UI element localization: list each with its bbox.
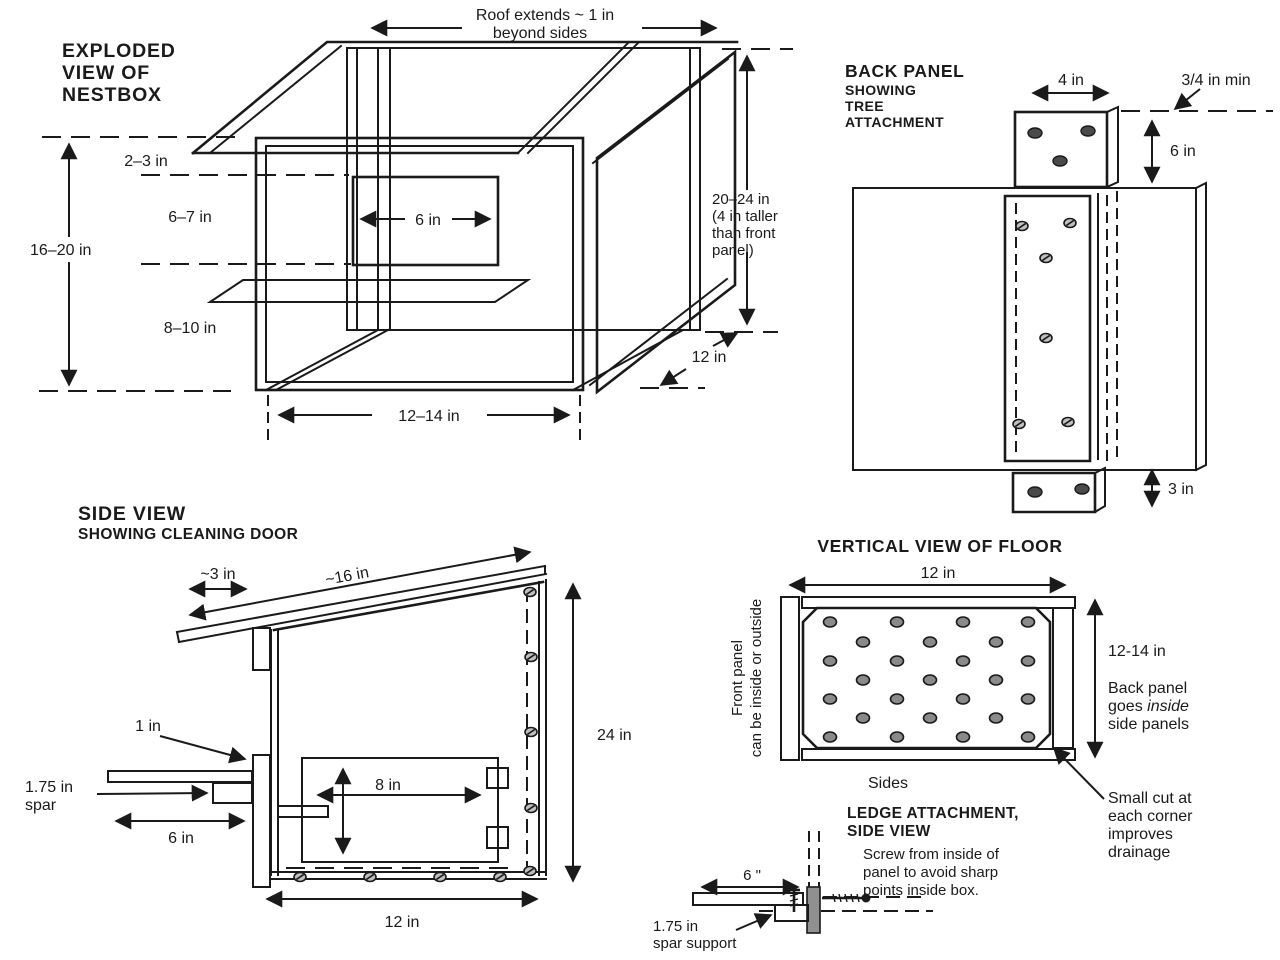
spar-label-line1: 1.75 in <box>25 779 73 796</box>
front-thickness-arrow <box>159 735 247 764</box>
back-height-line3: than front <box>712 225 776 242</box>
spar-arrow <box>96 784 209 802</box>
back-height-line1: 20–24 in <box>712 191 770 208</box>
drainage-arrow <box>1052 746 1105 800</box>
drainage-note-line4: drainage <box>1108 844 1170 861</box>
floor-width-label: 12 in <box>921 565 956 582</box>
exploded-title-line3: NESTBOX <box>62 84 162 106</box>
exploded-title-line2: VIEW OF <box>62 62 150 84</box>
door-hinge-top <box>486 767 509 789</box>
backpanel-bottom-extension <box>1011 466 1106 514</box>
sideview-floor-depth-label: 12 in <box>385 914 420 931</box>
door-latch <box>277 805 329 818</box>
floor-view-diagram: VERTICAL VIEW OF FLOOR 12 in Front panel… <box>729 536 1193 861</box>
total-height-label: 16–20 in <box>30 242 91 259</box>
back-panel-note-line2: goes inside <box>1108 698 1189 715</box>
back-panel-diagram: BACK PANEL SHOWING TREE ATTACHMENT 4 in … <box>845 61 1273 514</box>
spar-support-label-line1: 1.75 in <box>653 918 698 935</box>
box-floor-lines <box>264 328 685 392</box>
exploded-floor-piece <box>206 279 532 303</box>
backpanel-title-line4: ATTACHMENT <box>845 114 944 130</box>
roof-length-arrow <box>188 546 532 621</box>
drainage-note-line3: improves <box>1108 826 1173 843</box>
side-view-diagram: SIDE VIEW SHOWING CLEANING DOOR ~16 in ~… <box>25 503 632 931</box>
vertical-screw <box>788 888 800 912</box>
exploded-depth-dimension: 12 in <box>640 331 778 389</box>
front-thickness-label: 1 in <box>135 718 161 735</box>
ledge-view-diagram: LEDGE ATTACHMENT, SIDE VIEW Screw from i… <box>653 805 1019 952</box>
clearance-label: 3/4 in min <box>1181 72 1250 89</box>
floor-front-panel <box>780 596 800 761</box>
roof-to-hole-label: 2–3 in <box>124 153 168 170</box>
spar-support-label-line2: spar support <box>653 935 737 952</box>
clearance-arrow <box>1173 88 1201 111</box>
spar-support-arrow <box>735 913 773 931</box>
backpanel-title-line1: BACK PANEL <box>845 61 964 81</box>
attachment-strip <box>1003 191 1118 469</box>
door-size-label: 8 in <box>375 777 401 794</box>
backpanel-title-line2: SHOWING <box>845 82 916 98</box>
spar-block <box>212 782 253 804</box>
bottom-extension-label: 3 in <box>1168 481 1194 498</box>
exploded-title-line1: EXPLODED <box>62 40 176 62</box>
front-strip <box>252 754 271 888</box>
back-panel <box>346 47 701 331</box>
hole-to-floor-label: 8–10 in <box>164 320 217 337</box>
box-width-label: 12–14 in <box>398 408 459 425</box>
back-panel-note-line3: side panels <box>1108 716 1189 733</box>
sideview-subtitle: SHOWING CLEANING DOOR <box>78 526 298 543</box>
ledge-depth-label: 6 in <box>168 830 194 847</box>
roof-note-line1: Roof extends ~ 1 in <box>476 7 614 24</box>
ledge-board <box>107 770 253 783</box>
ledge-length-label: 6 " <box>743 867 761 884</box>
roof-note-line2: beyond sides <box>493 25 587 42</box>
exploded-back-height-dimension: 20–24 in (4 in taller than front panel) <box>712 48 793 326</box>
back-panel-note-line1: Back panel <box>1108 680 1187 697</box>
floor-board <box>801 606 1052 750</box>
screw-note-line3: points inside box. <box>863 882 979 899</box>
roof-overhang-label: ~3 in <box>200 566 235 583</box>
entrance-hole: 6 in <box>351 175 500 267</box>
ledge-title-line1: LEDGE ATTACHMENT, <box>847 805 1019 822</box>
top-extension-label: 6 in <box>1170 143 1196 160</box>
door-hinge-bottom <box>486 826 509 849</box>
exploded-width-dimension: 12–14 in <box>267 395 581 443</box>
ledge-attachment-drawing: 6 " <box>692 831 933 934</box>
spar-label-line2: spar <box>25 797 57 814</box>
tree-panel <box>852 181 1207 472</box>
screw-note-line2: panel to avoid sharp <box>863 864 998 881</box>
roof-cleat <box>252 627 271 671</box>
floor-title: VERTICAL VIEW OF FLOOR <box>817 536 1062 556</box>
back-height-line2: (4 in taller <box>712 208 778 225</box>
drainage-note-line1: Small cut at <box>1108 790 1192 807</box>
hole-height-label: 6–7 in <box>168 209 212 226</box>
floor-depth-label: 12-14 in <box>1108 643 1166 660</box>
sideview-back-height-label: 24 in <box>597 727 632 744</box>
back-height-line4: panel) <box>712 242 754 259</box>
roof-panel <box>191 40 739 155</box>
sideview-title: SIDE VIEW <box>78 503 186 525</box>
sides-label: Sides <box>868 775 908 792</box>
drainage-note-line2: each corner <box>1108 808 1193 825</box>
exploded-view-diagram: EXPLODED VIEW OF NESTBOX Roof extends ~ … <box>30 7 793 443</box>
screw-note-line1: Screw from inside of <box>863 846 1000 863</box>
front-panel-note-line2: can be inside or outside <box>748 599 765 757</box>
front-panel-note-line1: Front panel <box>729 640 746 716</box>
depth-label: 12 in <box>692 349 727 366</box>
ledge-title-line2: SIDE VIEW <box>847 823 931 840</box>
backpanel-title-line3: TREE <box>845 98 884 114</box>
backpanel-width-label: 4 in <box>1058 72 1084 89</box>
exploded-left-dimensions: 16–20 in 2–3 in 6–7 in 8–10 in <box>30 136 351 392</box>
hole-width-label: 6 in <box>415 212 441 229</box>
cleaning-door: 8 in <box>277 757 509 863</box>
